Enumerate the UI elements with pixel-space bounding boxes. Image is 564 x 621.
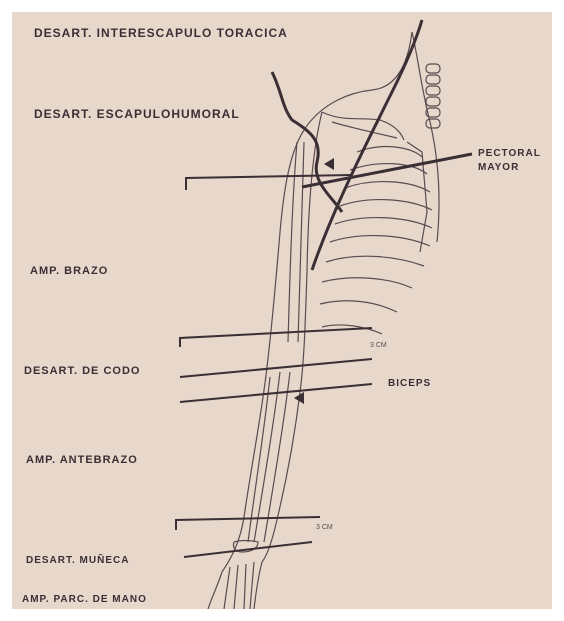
label-desart-muneca: DESART. MUÑECA (26, 555, 129, 566)
label-amp-brazo: AMP. BRAZO (30, 265, 108, 277)
wrist-level-bracket (176, 517, 320, 530)
escapulohumoral-cut-line (272, 72, 342, 212)
vertebra-4 (426, 97, 440, 106)
interescapulo-toracica-cut-line (312, 20, 422, 270)
label-pectoral: PECTORAL (478, 148, 541, 159)
rib-1 (357, 147, 422, 157)
humerus-bone (288, 142, 304, 342)
elbow-level-line (180, 328, 372, 347)
desart-codo-line (180, 359, 372, 377)
desart-muneca-line (184, 542, 312, 557)
amputation-levels-diagram: DESART. INTERESCAPULO TORACICA DESART. E… (12, 12, 552, 609)
arm-skeleton-drawing (12, 12, 552, 609)
cm-mark-elbow: 3 CM (370, 342, 387, 349)
rib-4 (340, 200, 432, 210)
vertebra-2 (426, 75, 440, 84)
rib-3 (345, 182, 430, 192)
label-desart-interescapulo-toracica: DESART. INTERESCAPULO TORACICA (34, 26, 288, 40)
rib-6 (330, 236, 430, 246)
pectoral-arrow (324, 158, 334, 170)
arm-outline-right (262, 112, 322, 562)
radius-bone (254, 372, 280, 542)
rib-5 (335, 218, 432, 228)
rib-9 (320, 301, 397, 312)
label-mayor: MAYOR (478, 162, 519, 173)
label-desart-de-codo: DESART. DE CODO (24, 365, 140, 377)
scapula-outline (322, 112, 404, 140)
label-amp-parc-de-mano: AMP. PARC. DE MANO (22, 594, 147, 605)
cm-mark-wrist: 3 CM (316, 524, 333, 531)
vertebra-6 (426, 119, 440, 128)
rib-8 (322, 278, 412, 288)
finger-bones (224, 562, 254, 609)
vertebra-3 (426, 86, 440, 95)
sternum-outline (407, 142, 427, 252)
label-biceps: BICEPS (388, 378, 431, 389)
clavicle (332, 122, 397, 138)
rib-7 (326, 256, 424, 266)
vertebra-1 (426, 64, 440, 73)
arm-outline-left (222, 130, 304, 572)
label-amp-antebrazo: AMP. ANTEBRAZO (26, 454, 138, 466)
label-desart-escapulohumoral: DESART. ESCAPULOHUMORAL (34, 107, 240, 121)
